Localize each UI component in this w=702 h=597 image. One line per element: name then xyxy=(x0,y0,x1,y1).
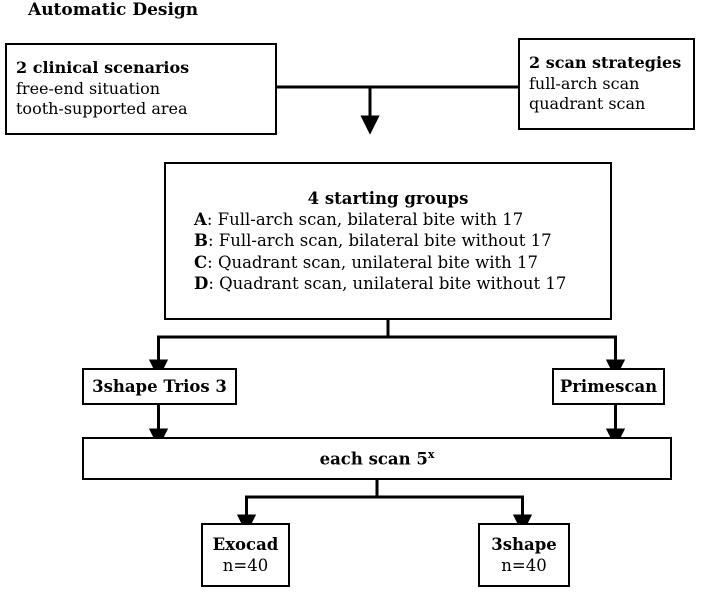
scanner-primescan-label: Primescan xyxy=(559,376,658,396)
node-scan-repetition: each scan 5x xyxy=(82,437,672,480)
node-starting-groups: 4 starting groups A: Full-arch scan, bil… xyxy=(164,162,612,320)
scanner-trios-label: 3shape Trios 3 xyxy=(92,376,227,396)
starting-group-c-text: : Quadrant scan, unilateral bite with 17 xyxy=(207,252,539,272)
starting-group-a-text: : Full-arch scan, bilateral bite with 17 xyxy=(206,210,524,230)
scan-repetition-superscript: x xyxy=(427,447,435,461)
node-scanner-primescan: Primescan xyxy=(552,368,665,405)
clinical-scenarios-line-2: tooth-supported area xyxy=(16,99,188,119)
scan-strategies-heading: 2 scan strategies xyxy=(529,53,682,73)
node-software-3shape: 3shape n=40 xyxy=(478,523,570,587)
starting-group-a-label: A xyxy=(194,210,207,230)
starting-group-c: C: Quadrant scan, unilateral bite with 1… xyxy=(176,252,600,273)
scan-repetition-label: each scan 5x xyxy=(320,448,435,470)
starting-group-b-label: B xyxy=(194,231,208,251)
software-exocad-count: n=40 xyxy=(222,556,269,575)
clinical-scenarios-heading: 2 clinical scenarios xyxy=(16,58,190,78)
starting-group-b: B: Full-arch scan, bilateral bite withou… xyxy=(176,230,600,251)
software-3shape-count: n=40 xyxy=(501,556,547,575)
starting-group-b-text: : Full-arch scan, bilateral bite without… xyxy=(207,231,552,251)
diagram-title: Automatic Design xyxy=(28,0,199,20)
starting-group-d: D: Quadrant scan, unilateral bite withou… xyxy=(176,273,600,294)
node-clinical-scenarios: 2 clinical scenarios free-end situation … xyxy=(5,43,277,135)
node-software-exocad: Exocad n=40 xyxy=(201,523,290,587)
software-exocad-label: Exocad xyxy=(212,534,279,554)
starting-group-c-label: C xyxy=(194,252,208,272)
scan-repetition-text: each scan 5 xyxy=(319,449,428,469)
scan-strategies-line-2: quadrant scan xyxy=(529,94,646,114)
starting-group-d-label: D xyxy=(194,273,209,293)
starting-group-d-text: : Quadrant scan, unilateral bite without… xyxy=(208,273,567,293)
node-scanner-trios: 3shape Trios 3 xyxy=(82,368,237,405)
scan-strategies-line-1: full-arch scan xyxy=(529,73,640,93)
software-3shape-label: 3shape xyxy=(491,534,557,554)
starting-group-a: A: Full-arch scan, bilateral bite with 1… xyxy=(176,209,600,230)
starting-groups-heading: 4 starting groups xyxy=(307,189,469,209)
clinical-scenarios-line-1: free-end situation xyxy=(16,78,161,98)
node-scan-strategies: 2 scan strategies full-arch scan quadran… xyxy=(518,38,695,130)
